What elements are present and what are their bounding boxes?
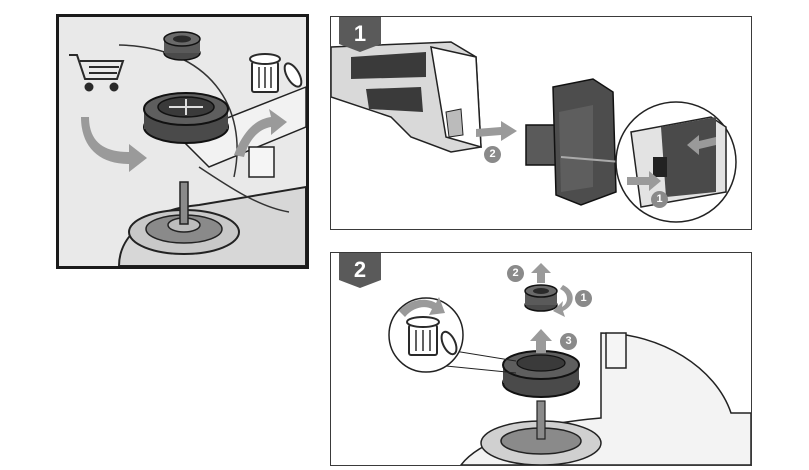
step-1-number: 1 <box>353 21 367 46</box>
step-1-panel: 1 2 1 <box>330 16 752 230</box>
shopping-cart-icon <box>69 54 125 92</box>
guard-tab <box>248 146 275 178</box>
arrow-icon <box>627 171 661 191</box>
spool-icon <box>502 350 580 398</box>
arrow-icon <box>81 117 147 172</box>
up-arrow-icon <box>531 263 551 283</box>
cap-icon <box>163 31 201 61</box>
callout-badge: 1 <box>575 290 592 307</box>
step-2-panel: 2 2 1 3 <box>330 252 752 466</box>
overview-illustration <box>69 31 306 266</box>
arrow-icon <box>399 297 445 317</box>
step-2-illustration <box>388 263 751 465</box>
shaft <box>179 181 189 225</box>
arrow-icon <box>687 135 716 155</box>
callout-badge: 2 <box>484 146 501 163</box>
callout-badge: 3 <box>560 333 577 350</box>
overview-panel <box>56 14 309 269</box>
arrow-icon <box>234 109 287 157</box>
rotate-arrow-icon <box>553 285 573 317</box>
trash-bin-icon <box>249 53 303 93</box>
spool-icon <box>143 92 229 144</box>
callout-badge: 1 <box>651 191 668 208</box>
tool-handle-icon <box>331 41 482 153</box>
step-2-number: 2 <box>353 257 367 282</box>
release-button-icon <box>653 157 667 177</box>
step-1-illustration <box>331 41 737 223</box>
step-1-flag: 1 <box>339 17 381 52</box>
step-2-flag: 2 <box>339 253 381 288</box>
guard-housing <box>177 86 306 168</box>
up-arrow-icon <box>530 329 552 353</box>
shaft <box>536 400 546 440</box>
callout-badge: 2 <box>507 265 524 282</box>
magnifier-detail <box>615 101 737 223</box>
arrow-icon <box>476 121 517 141</box>
battery-icon <box>525 78 622 206</box>
guard-tab <box>605 332 627 369</box>
cap-icon <box>524 284 558 312</box>
trash-bin-icon <box>406 316 458 356</box>
